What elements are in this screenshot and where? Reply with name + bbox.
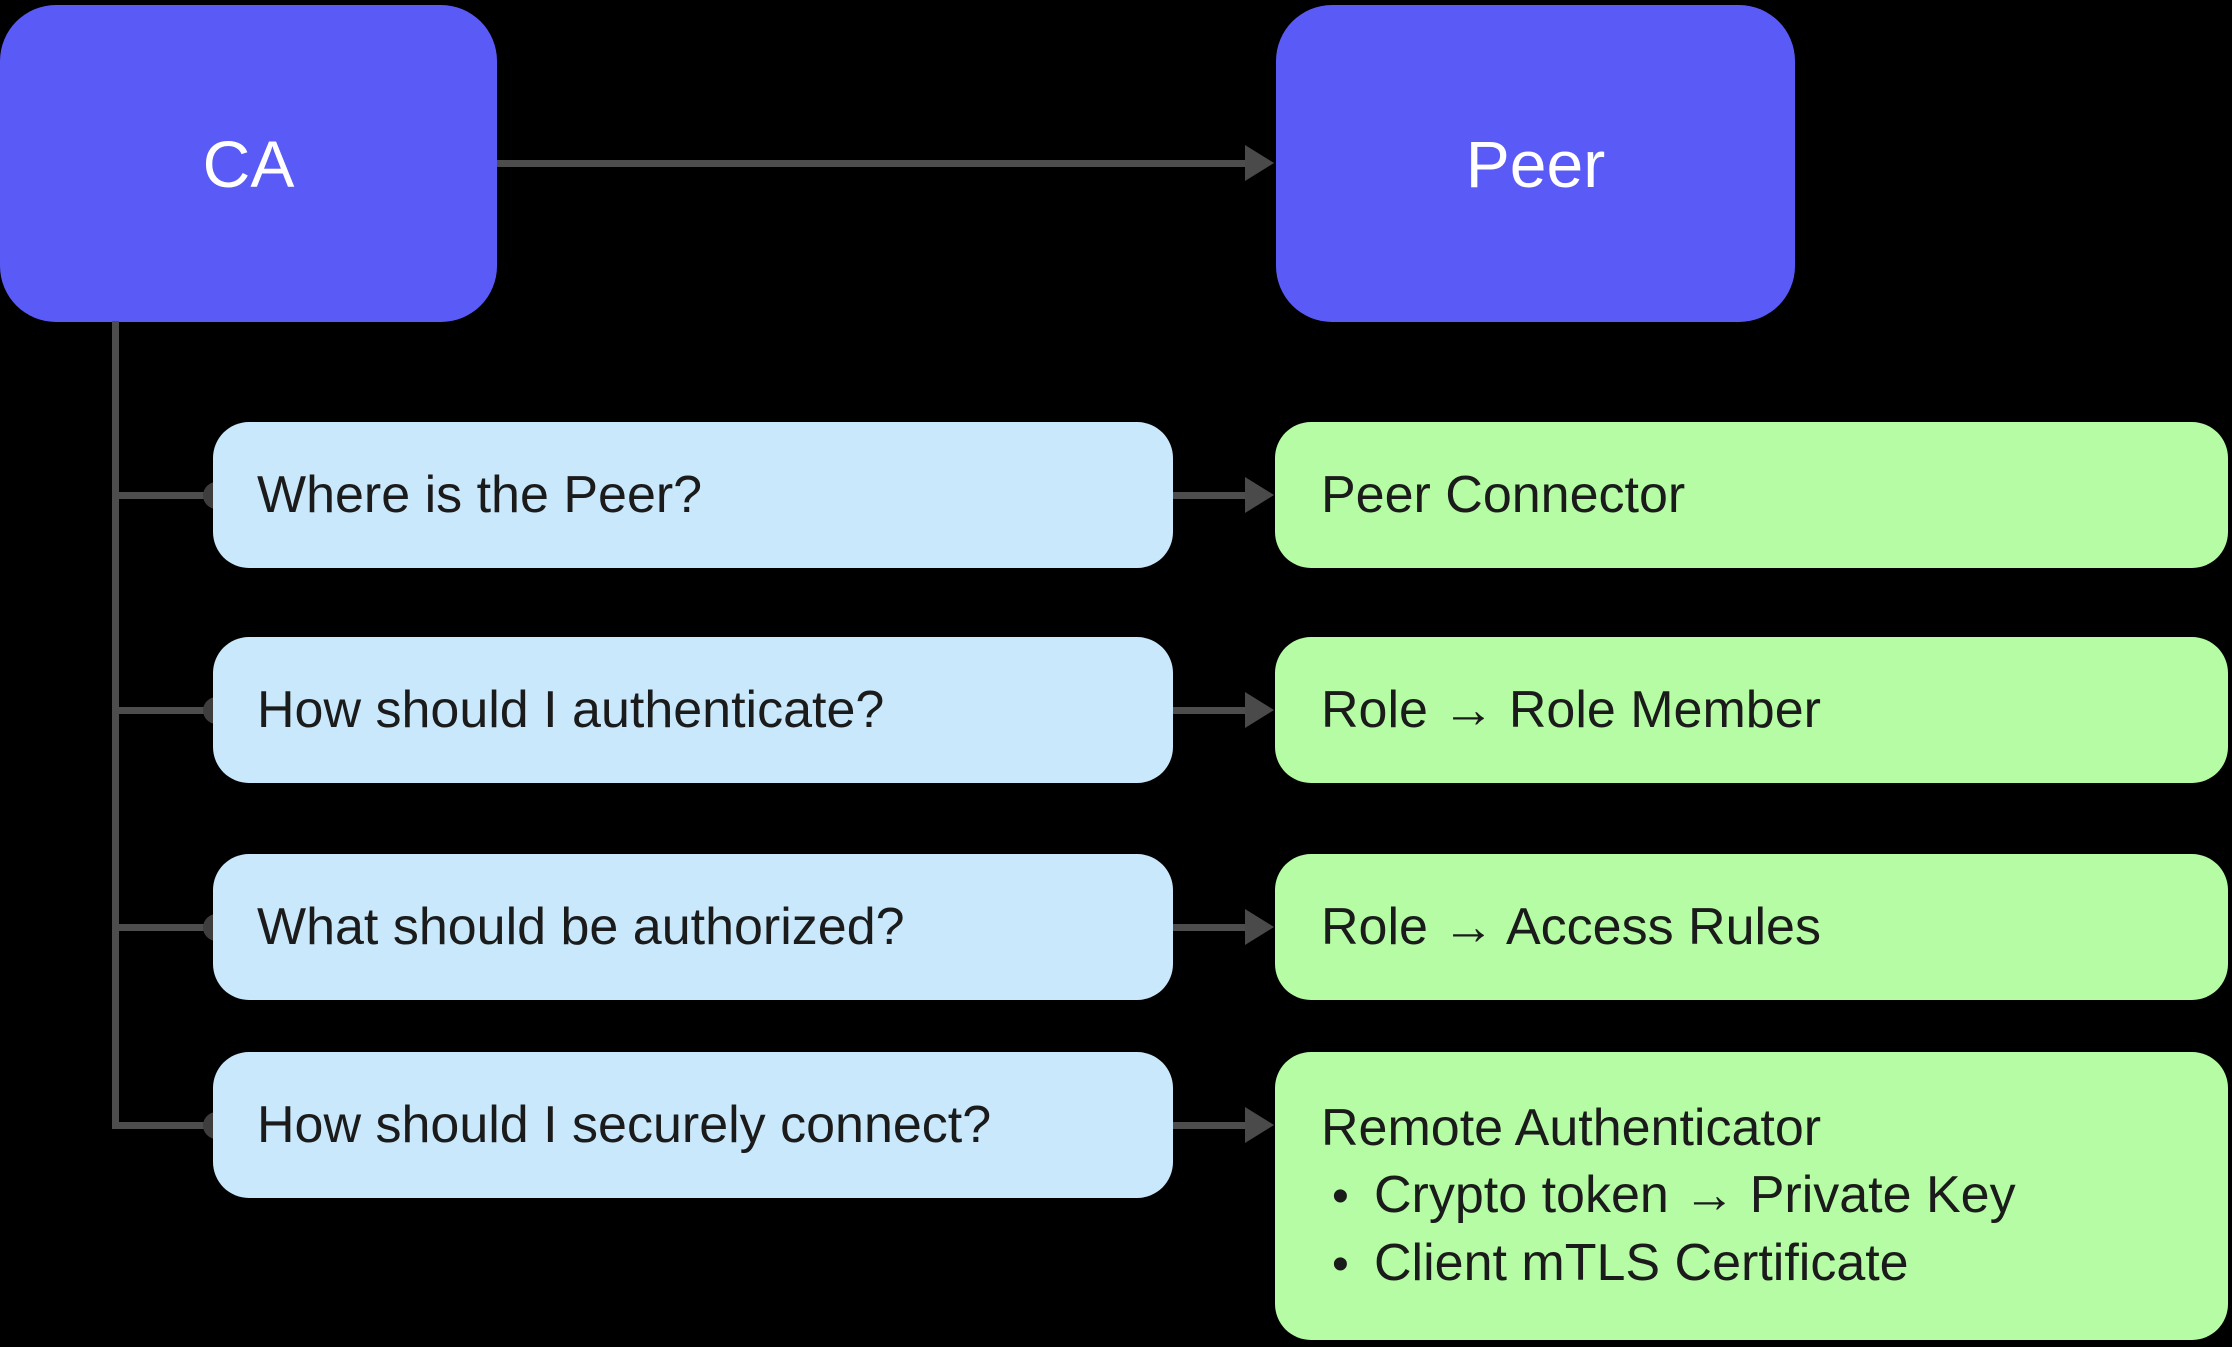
answer-box-remote-authenticator: Remote Authenticator • Crypto token → Pr…: [1275, 1052, 2228, 1340]
ca-node-label: CA: [202, 126, 295, 201]
question-to-answer-arrow-line: [1173, 707, 1249, 714]
answer-box-role-member: Role → Role Member: [1275, 637, 2228, 783]
answer-box-access-rules: Role → Access Rules: [1275, 854, 2228, 1000]
answer-bullet-item: • Crypto token → Private Key: [1321, 1162, 2016, 1230]
answer-title: Remote Authenticator: [1321, 1098, 1822, 1157]
question-label: How should I securely connect?: [257, 1096, 992, 1154]
branch-line: [112, 492, 207, 499]
question-label: Where is the Peer?: [257, 466, 703, 524]
peer-node: Peer: [1276, 5, 1795, 322]
question-to-answer-arrow-line: [1173, 924, 1249, 931]
question-box-how-authenticate: How should I authenticate?: [213, 637, 1173, 783]
answer-bullet-label: Client mTLS Certificate: [1374, 1233, 1909, 1292]
question-label: What should be authorized?: [257, 898, 905, 956]
answer-label: Peer Connector: [1321, 466, 1686, 524]
question-to-answer-arrowhead-icon: [1245, 477, 1274, 513]
question-to-answer-arrow-line: [1173, 1122, 1249, 1129]
question-to-answer-arrow-line: [1173, 492, 1249, 499]
answer-box-peer-connector: Peer Connector: [1275, 422, 2228, 568]
question-box-securely-connect: How should I securely connect?: [213, 1052, 1173, 1198]
bullet-icon: •: [1332, 1169, 1349, 1223]
peer-node-label: Peer: [1465, 126, 1606, 201]
question-box-what-authorized: What should be authorized?: [213, 854, 1173, 1000]
answer-bullet-label: Crypto token → Private Key: [1374, 1165, 2016, 1224]
bullet-icon: •: [1332, 1237, 1349, 1291]
question-to-answer-arrowhead-icon: [1245, 1107, 1274, 1143]
answer-bullet-item: • Client mTLS Certificate: [1321, 1230, 1909, 1298]
ca-to-peer-arrow-line: [497, 160, 1247, 167]
ca-node: CA: [0, 5, 497, 322]
branch-line: [112, 707, 207, 714]
branch-line: [112, 924, 207, 931]
answer-label: Role → Access Rules: [1321, 898, 1821, 956]
question-to-answer-arrowhead-icon: [1245, 909, 1274, 945]
question-to-answer-arrowhead-icon: [1245, 692, 1274, 728]
branch-line: [112, 1122, 207, 1129]
question-box-where-is-peer: Where is the Peer?: [213, 422, 1173, 568]
trunk-line: [112, 321, 119, 1129]
answer-label: Role → Role Member: [1321, 681, 1821, 739]
question-label: How should I authenticate?: [257, 681, 885, 739]
ca-to-peer-arrowhead-icon: [1245, 145, 1274, 181]
